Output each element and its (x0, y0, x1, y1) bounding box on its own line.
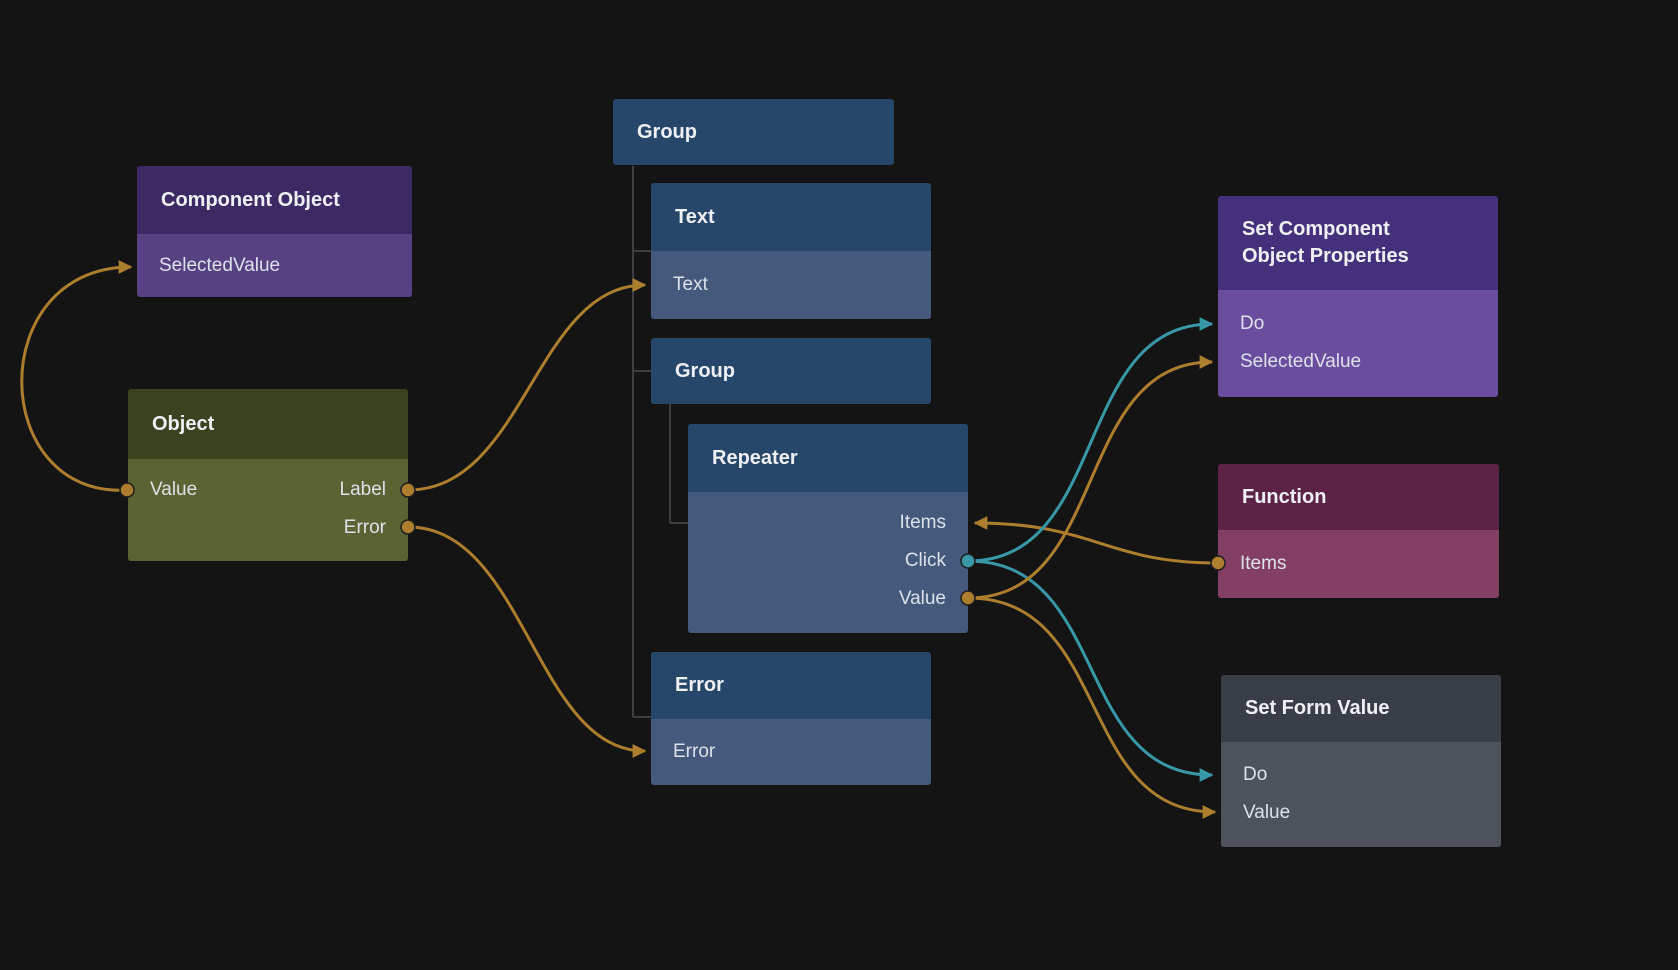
port-row: Items (688, 504, 968, 542)
node-error-header[interactable]: Error (651, 652, 931, 719)
node-component-object[interactable]: Component Object SelectedValue (137, 166, 412, 297)
node-group-outer[interactable]: Group (613, 99, 894, 165)
node-function[interactable]: Function Items (1218, 464, 1499, 598)
node-error-body: Error (651, 719, 931, 785)
node-object-title: Object (152, 412, 215, 435)
port-repeater-value: Value (898, 588, 946, 609)
edge-object-value-to-component-object-selectedvalue[interactable] (20, 260, 133, 492)
port-row: Value Label (128, 471, 408, 509)
port-error-error: Error (673, 741, 716, 762)
port-row: Click (688, 542, 968, 580)
node-object-header[interactable]: Object (128, 389, 408, 459)
node-set-form-value-title: Set Form Value (1245, 697, 1390, 719)
port-repeater-click: Click (904, 550, 946, 571)
edge-repeater-click-to-scop-do[interactable] (967, 317, 1214, 563)
edge-repeater-value-to-set-form-value-value[interactable] (967, 596, 1217, 819)
node-object[interactable]: Object Value Label Error (128, 389, 408, 561)
port-repeater-items: Items (899, 512, 946, 533)
node-function-title: Function (1242, 485, 1327, 508)
node-group-inner[interactable]: Group (651, 338, 931, 404)
edge-object-label-to-text-text[interactable] (407, 278, 647, 492)
edge-repeater-click-to-set-form-value-do[interactable] (967, 559, 1214, 782)
node-set-component-object-properties[interactable]: Set Component Object Properties Do Selec… (1218, 196, 1498, 397)
node-set-form-value[interactable]: Set Form Value Do Value (1221, 675, 1501, 847)
node-text[interactable]: Text Text (651, 183, 931, 319)
node-text-body: Text (651, 251, 931, 319)
port-row: Value (688, 580, 968, 618)
node-component-object-title: Component Object (161, 188, 340, 211)
port-text-text: Text (673, 274, 708, 295)
port-row: Error (128, 509, 408, 547)
port-sfv-do: Do (1243, 764, 1268, 785)
node-function-body: Items (1218, 530, 1499, 598)
node-text-title: Text (675, 205, 715, 228)
port-row: Do (1218, 305, 1498, 343)
node-group-inner-header[interactable]: Group (651, 338, 931, 404)
port-row: SelectedValue (137, 234, 412, 297)
node-group-outer-title: Group (637, 120, 697, 143)
port-object-error: Error (343, 517, 386, 538)
node-error-title: Error (675, 674, 724, 696)
edge-function-items-to-repeater-items[interactable] (973, 516, 1219, 565)
node-repeater-header[interactable]: Repeater (688, 424, 968, 492)
port-scop-do: Do (1240, 313, 1265, 334)
node-component-object-body: SelectedValue (137, 234, 412, 297)
node-component-object-header[interactable]: Component Object (137, 166, 412, 234)
port-component-object-selectedvalue: SelectedValue (159, 254, 281, 276)
node-repeater[interactable]: Repeater Items Click Value (688, 424, 968, 633)
port-sfv-value: Value (1243, 802, 1291, 823)
port-row: Do (1221, 756, 1501, 794)
edge-repeater-value-to-scop-selectedvalue[interactable] (967, 355, 1214, 600)
node-set-component-object-properties-header[interactable]: Set Component Object Properties (1218, 196, 1498, 290)
node-set-form-value-body: Do Value (1221, 742, 1501, 847)
node-set-component-object-properties-body: Do SelectedValue (1218, 290, 1498, 397)
port-object-label: Label (339, 479, 387, 500)
port-row: Text (651, 251, 931, 319)
node-group-inner-title: Group (675, 359, 735, 382)
node-error[interactable]: Error Error (651, 652, 931, 785)
port-function-items: Items (1240, 553, 1287, 574)
port-row: Items (1218, 530, 1499, 598)
node-object-body: Value Label Error (128, 459, 408, 561)
port-row: SelectedValue (1218, 343, 1498, 381)
port-object-value: Value (150, 479, 198, 500)
port-row: Error (651, 719, 931, 785)
node-function-header[interactable]: Function (1218, 464, 1499, 530)
port-scop-selectedvalue: SelectedValue (1240, 351, 1362, 372)
node-set-component-object-properties-title: Set Component Object Properties (1242, 218, 1409, 267)
node-group-outer-header[interactable]: Group (613, 99, 894, 165)
node-repeater-body: Items Click Value (688, 492, 968, 633)
node-set-form-value-header[interactable]: Set Form Value (1221, 675, 1501, 742)
node-repeater-title: Repeater (712, 446, 798, 469)
port-row: Value (1221, 794, 1501, 832)
edge-object-error-to-error-error[interactable] (407, 525, 647, 758)
node-text-header[interactable]: Text (651, 183, 931, 251)
